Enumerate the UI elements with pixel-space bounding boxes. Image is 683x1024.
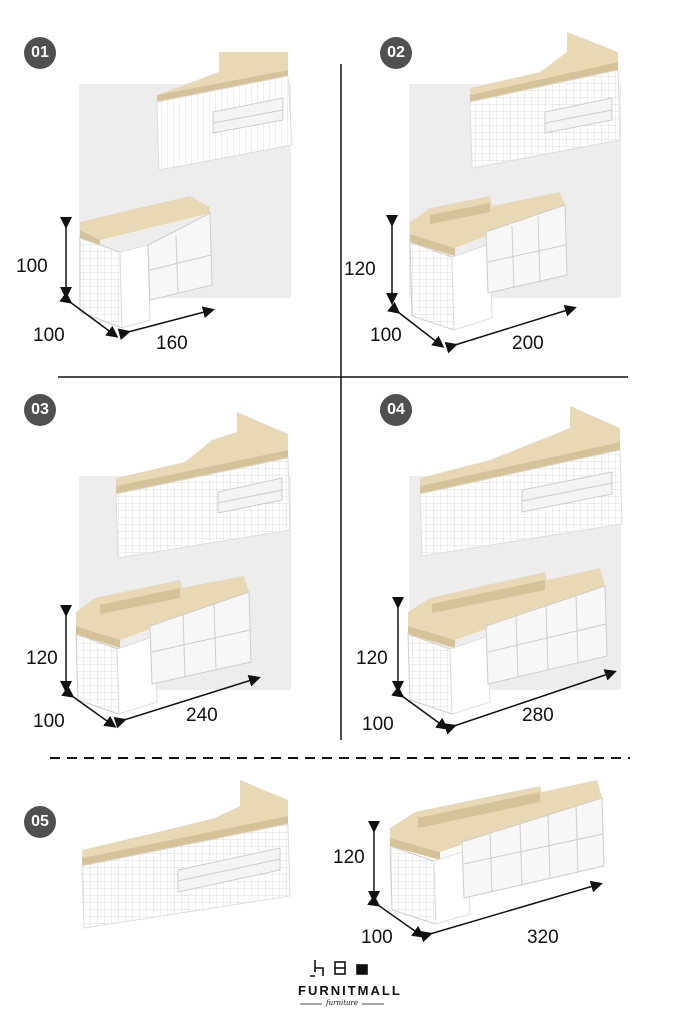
option-badge-02: 02 xyxy=(380,37,412,69)
counter-01-back-view xyxy=(156,52,293,171)
dim-depth-05: 100 xyxy=(361,927,393,948)
counter-03-front-view xyxy=(75,576,252,715)
dim-line-length-04 xyxy=(443,669,617,735)
dim-length-02: 200 xyxy=(512,333,544,354)
logo-mark xyxy=(310,960,368,977)
dim-line-length-05 xyxy=(419,880,603,943)
dim-line-length-01 xyxy=(117,306,215,341)
option-badge-03: 03 xyxy=(24,394,56,426)
dim-line-depth-05 xyxy=(367,894,425,938)
dim-line-depth-03 xyxy=(61,685,117,728)
dim-length-01: 160 xyxy=(156,333,188,354)
dim-height-03: 120 xyxy=(26,648,58,669)
dim-line-depth-01 xyxy=(59,291,119,338)
dim-line-length-02 xyxy=(444,304,577,354)
counter-01-front-view xyxy=(79,196,213,329)
dim-length-05: 320 xyxy=(527,927,559,948)
counter-05-front-view xyxy=(389,780,605,925)
dim-depth-04: 100 xyxy=(362,714,394,735)
counter-05-back-view xyxy=(81,780,291,929)
dim-height-04: 120 xyxy=(356,648,388,669)
brand-name: FURNITMALL xyxy=(298,983,402,998)
option-badge-04: 04 xyxy=(380,394,412,426)
dim-depth-01: 100 xyxy=(33,325,65,346)
counter-02-back-view xyxy=(469,32,621,169)
dim-line-depth-04 xyxy=(391,685,449,730)
dim-height-02: 120 xyxy=(344,259,376,280)
dim-line-depth-02 xyxy=(387,301,445,348)
dim-line-length-03 xyxy=(113,674,261,729)
counter-04-back-view xyxy=(419,406,623,557)
dim-depth-02: 100 xyxy=(370,325,402,346)
counter-02-front-view xyxy=(409,192,568,331)
dim-length-03: 240 xyxy=(186,705,218,726)
option-badge-01: 01 xyxy=(24,37,56,69)
dim-height-05: 120 xyxy=(333,847,365,868)
dim-length-04: 280 xyxy=(522,705,554,726)
brand-tagline: furniture xyxy=(326,999,359,1007)
option-badge-05: 05 xyxy=(24,806,56,838)
dim-depth-03: 100 xyxy=(33,711,65,732)
counter-03-back-view xyxy=(115,412,291,559)
dim-height-01: 100 xyxy=(16,256,48,277)
